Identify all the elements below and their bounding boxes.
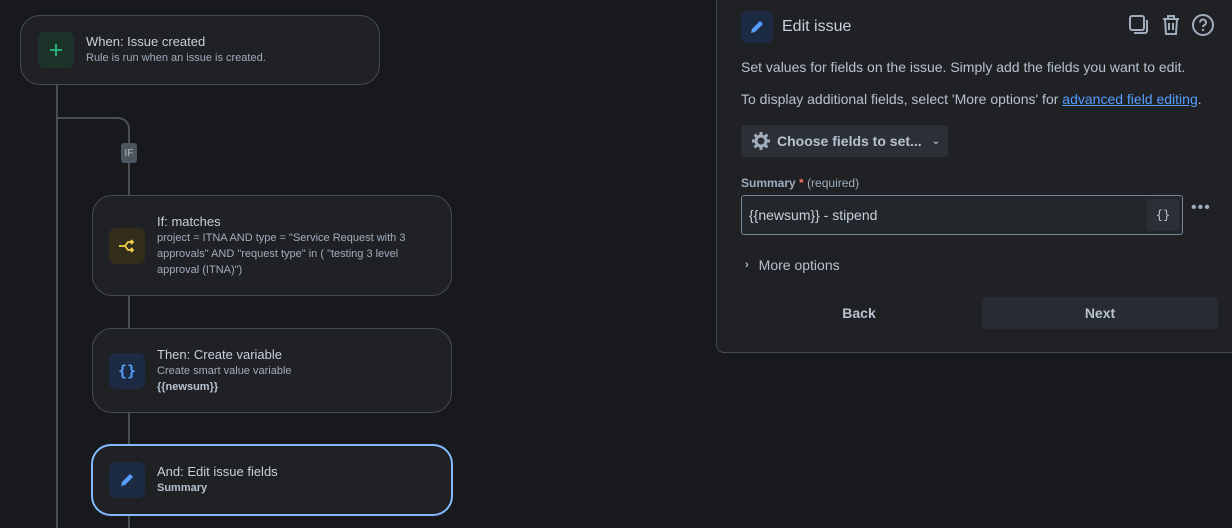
summary-label: Summary * (required) [741, 176, 860, 190]
edit-issue-detail: Summary [157, 482, 208, 494]
variable-name: {{newsum}} [157, 380, 219, 393]
chevron-right-icon: › [745, 259, 749, 271]
edit-issue-title: And: Edit issue fields [157, 464, 278, 479]
advanced-field-editing-link[interactable]: advanced field editing [1062, 91, 1198, 107]
gear-icon [752, 132, 770, 150]
pencil-icon [109, 462, 145, 498]
panel-additional-text: To display additional fields, select 'Mo… [741, 91, 1202, 107]
panel-header: Edit issue [741, 11, 851, 43]
trash-icon[interactable] [1159, 13, 1183, 37]
plus-icon [38, 32, 74, 68]
more-options-toggle[interactable]: › More options [745, 257, 840, 273]
pencil-icon [741, 11, 773, 43]
trigger-title: When: Issue created [86, 34, 206, 49]
if-badge: IF [121, 143, 137, 163]
back-button[interactable]: Back [842, 305, 876, 321]
create-variable-description: Create smart value variable [157, 364, 292, 377]
help-icon[interactable] [1191, 13, 1215, 37]
create-variable-title: Then: Create variable [157, 346, 283, 362]
edit-issue-node[interactable]: And: Edit issue fields Summary [91, 444, 453, 516]
panel-intro: Set values for fields on the issue. Simp… [741, 59, 1186, 75]
panel-title: Edit issue [782, 18, 852, 35]
condition-description: project = ITNA AND type = "Service Reque… [157, 231, 406, 276]
condition-node[interactable]: If: matches project = ITNA AND type = "S… [92, 195, 452, 296]
chevron-down-icon: ⌄ [931, 135, 941, 147]
rule-canvas: IF When: Issue created Rule is run when … [20, 15, 453, 528]
summary-value: {{newsum}} - stipend [749, 207, 878, 223]
trigger-node[interactable]: When: Issue created Rule is run when an … [20, 15, 380, 85]
more-actions-icon[interactable]: ••• [1191, 199, 1211, 216]
branch-icon [109, 227, 145, 264]
main-connector [56, 84, 58, 528]
smart-value-button[interactable]: {} [1147, 199, 1179, 231]
create-variable-node[interactable]: {} Then: Create variable Create smart va… [92, 328, 452, 413]
trigger-description: Rule is run when an issue is created. [86, 52, 266, 64]
panel-actions [1127, 13, 1215, 37]
duplicate-icon[interactable] [1127, 13, 1151, 37]
branch-connector [57, 117, 130, 157]
edit-issue-panel: Edit issue Set values for fields on the … [716, 0, 1232, 353]
condition-title: If: matches [157, 213, 221, 229]
summary-input[interactable]: {{newsum}} - stipend {} [741, 195, 1183, 235]
next-button[interactable]: Next [982, 297, 1218, 329]
required-asterisk: * [799, 176, 804, 190]
braces-icon: {} [109, 352, 145, 389]
choose-fields-button[interactable]: Choose fields to set... ⌄ [741, 125, 948, 157]
choose-fields-label: Choose fields to set... [777, 133, 922, 149]
